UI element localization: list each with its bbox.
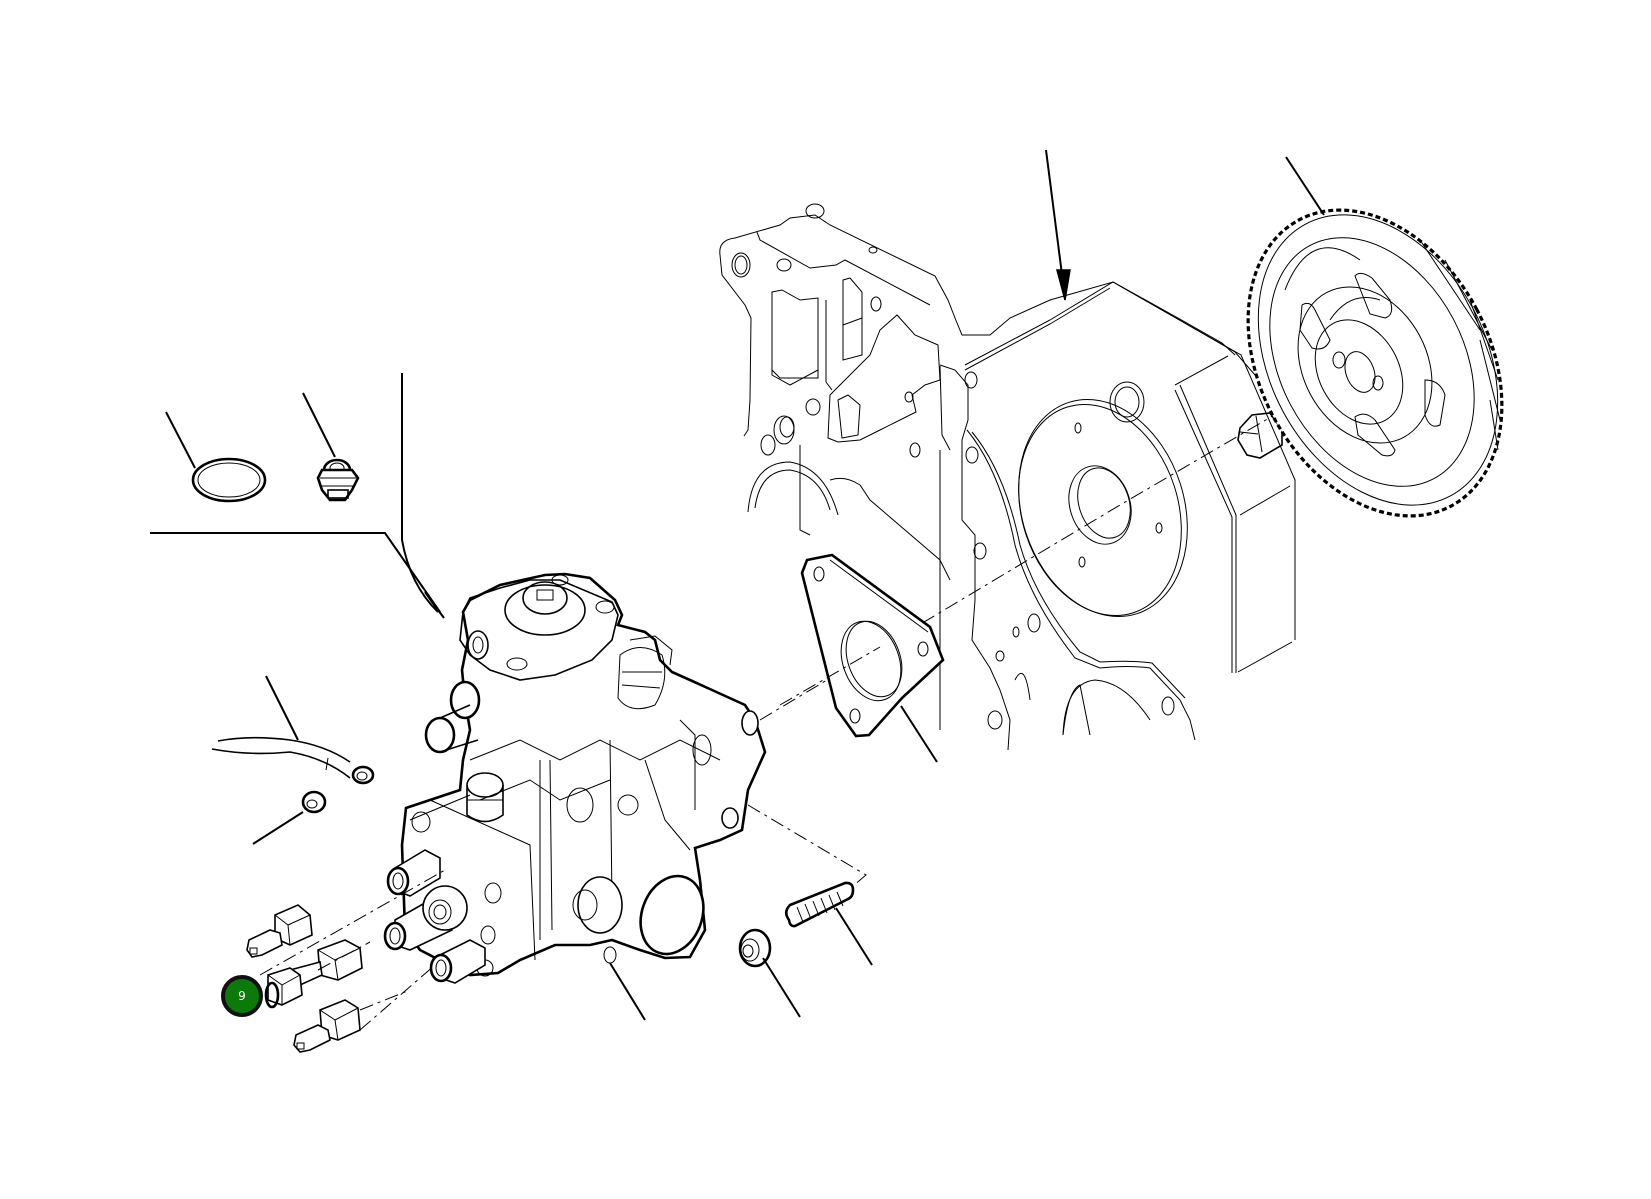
leader-banjo-plug <box>302 392 336 458</box>
leader-injection-pump <box>609 962 646 1021</box>
ground-wire <box>211 736 375 785</box>
leader-o-ring <box>165 411 196 469</box>
leader-flange-nut <box>762 957 801 1018</box>
pump-outlet-port-1 <box>386 849 441 897</box>
leader-pump-assembly <box>150 532 441 613</box>
housing-bolt <box>1237 412 1283 459</box>
leader-stud <box>835 907 873 966</box>
callout-number: 9 <box>238 989 246 1003</box>
pump-drive-gear <box>1246 208 1504 518</box>
pump-outlet-port-2 <box>383 885 468 951</box>
injection-pump <box>259 572 867 984</box>
banjo-plug <box>316 458 360 502</box>
flange-nut <box>738 928 772 968</box>
stud <box>784 881 855 928</box>
delivery-valve-fittings <box>246 904 436 1053</box>
callout-marker-9[interactable]: 9 <box>221 975 263 1017</box>
fitting-bottom <box>293 999 361 1053</box>
leader-gasket <box>900 705 938 763</box>
leader-hex-nut <box>252 811 304 845</box>
gear-housing <box>719 203 1296 751</box>
leader-lines <box>150 149 1325 1021</box>
o-ring <box>191 457 267 503</box>
arrow-head-return-fitting <box>424 591 445 619</box>
leader-ground-wire <box>265 675 299 741</box>
hex-nut-small <box>301 790 327 814</box>
leader-drive-gear <box>1285 156 1325 216</box>
pump-gasket <box>779 553 945 738</box>
leader-return-fitting <box>401 373 439 613</box>
fitting-top <box>246 904 313 958</box>
arrow-head-gear-housing <box>1056 269 1071 301</box>
fitting-middle <box>264 939 363 1009</box>
